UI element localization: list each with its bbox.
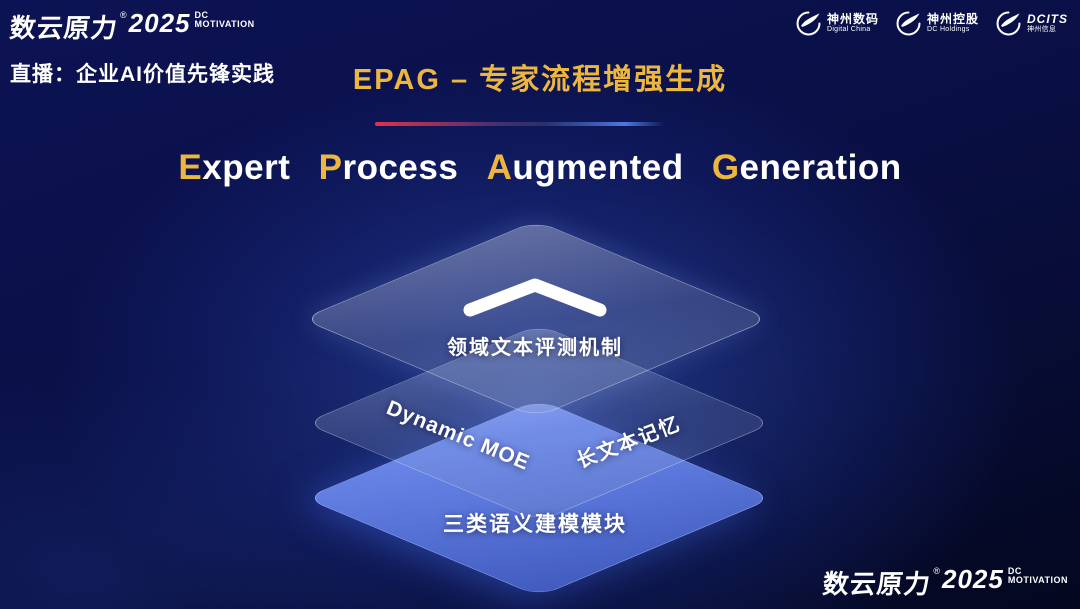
brand-name: 数云原力 (821, 569, 933, 599)
partner-logo-name: 神州数码 (826, 12, 879, 27)
subtitle-initial: E (178, 148, 203, 187)
swoosh-logo-icon (795, 10, 822, 37)
brand-logo-top: 数云原力 ® 2025 DC MOTIVATION (8, 8, 255, 45)
subtitle-word: Augmented (487, 148, 684, 188)
brand-year: 2025 (941, 564, 1004, 594)
brand-subtext: DC MOTIVATION (194, 10, 255, 30)
brand-year: 2025 (128, 8, 191, 38)
bottom-layer-label: 三类语义建模模块 (443, 513, 627, 536)
brand-sub-bottom: MOTIVATION (1007, 575, 1068, 586)
subtitle-initial: A (486, 148, 513, 187)
partner-logo-text: DCITS 神州信息 (1027, 12, 1068, 34)
subtitle-expert-process: Expert Process Augmented Generation (0, 148, 1080, 188)
subtitle-word: Process (319, 148, 459, 188)
top-layer-label: 领域文本评测机制 (447, 337, 623, 359)
partner-logo-dc-holdings: 神州控股 DC Holdings (895, 10, 979, 37)
brand-sub-top: DC (1007, 566, 1022, 576)
brand-name: 数云原力 (8, 13, 120, 43)
brand-subtext: DC MOTIVATION (1007, 566, 1068, 586)
subtitle-rest: eneration (739, 148, 902, 187)
subtitle-initial: G (711, 148, 740, 187)
page-title: EPAG – 专家流程增强生成 (352, 64, 728, 96)
brand-registered-mark: ® (120, 10, 127, 20)
layer-top-evaluation (301, 220, 771, 418)
brand-logo-bottom: 数云原力 ® 2025 DC MOTIVATION (821, 564, 1068, 601)
swoosh-logo-icon (895, 10, 922, 37)
subtitle-rest: rocess (342, 148, 459, 187)
brand-sub-bottom: MOTIVATION (194, 19, 255, 30)
partner-logo-name: 神州控股 (926, 12, 979, 27)
subtitle-rest: ugmented (512, 148, 684, 187)
partner-logo-dcits: DCITS 神州信息 (995, 10, 1068, 37)
chevron-up-icon (463, 278, 607, 317)
swoosh-logo-icon (995, 10, 1022, 37)
partner-logo-subname: Digital China (826, 26, 871, 34)
brand-registered-mark: ® (933, 566, 940, 576)
partner-logo-text: 神州控股 DC Holdings (926, 12, 979, 34)
partner-logo-subname: 神州信息 (1027, 26, 1057, 34)
subtitle-word: Expert (178, 148, 290, 188)
subtitle-rest: xpert (202, 148, 291, 187)
gradient-divider (375, 122, 665, 126)
subtitle-initial: P (318, 148, 343, 187)
live-stream-label: 直播：企业AI价值先锋实践 (10, 63, 275, 86)
subtitle-word: Generation (712, 148, 902, 188)
brand-sub-top: DC (194, 10, 209, 20)
partner-logo-subname: DC Holdings (926, 26, 970, 34)
partner-logo-text: 神州数码 Digital China (826, 12, 879, 34)
partner-logos: 神州数码 Digital China 神州控股 DC Holdings (795, 10, 1068, 37)
partner-logo-name: DCITS (1027, 12, 1068, 27)
partner-logo-digital-china: 神州数码 Digital China (795, 10, 879, 37)
